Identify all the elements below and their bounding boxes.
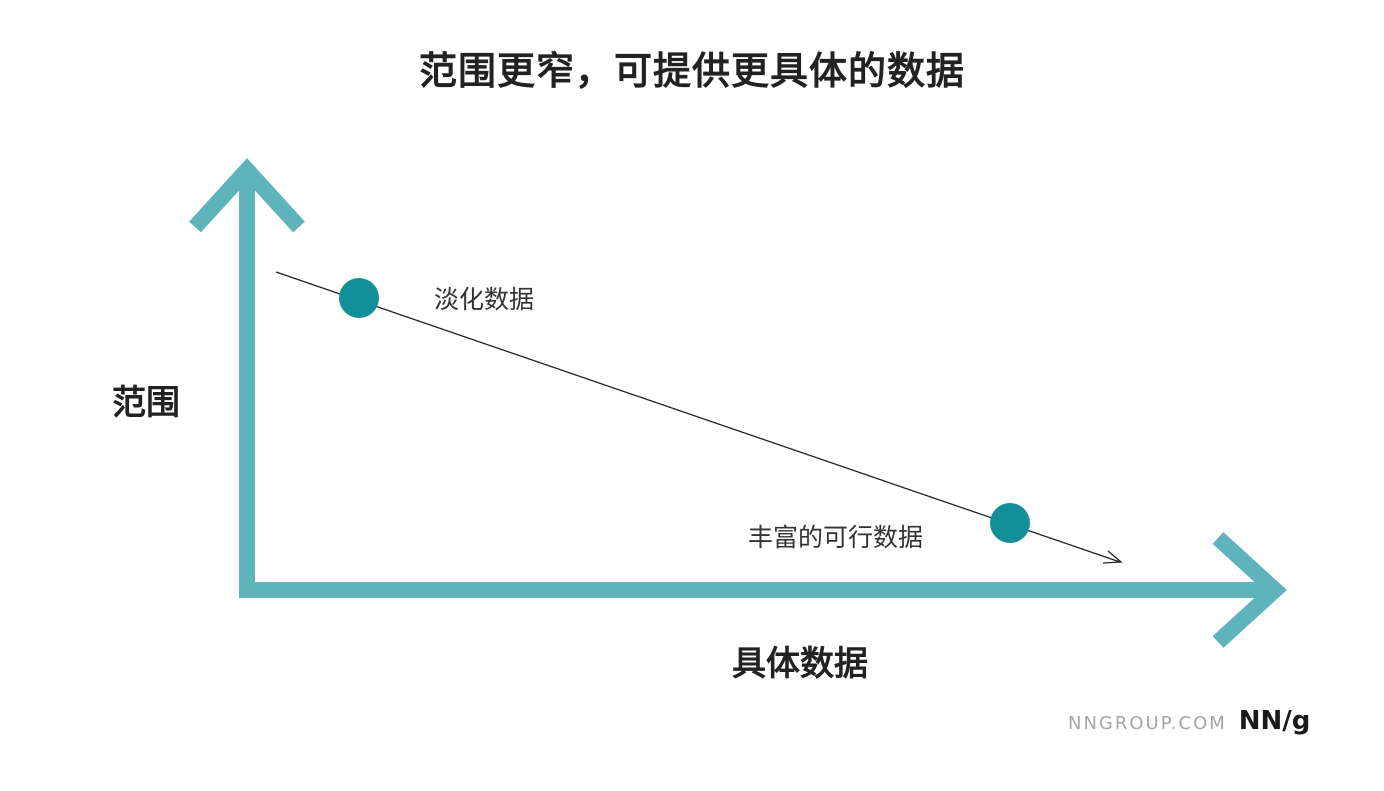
- x-axis-label: 具体数据: [732, 644, 868, 684]
- trend-line-arrowhead: [1102, 550, 1123, 564]
- point-marker-actionable-data: [990, 503, 1030, 543]
- brand: NNGROUP.COM NN/g: [1068, 706, 1310, 736]
- point-marker-diluted-data: [339, 278, 379, 318]
- trend-line-stroke: [275, 271, 1121, 563]
- point-label-diluted-data: 淡化数据: [434, 285, 535, 314]
- x-axis: [240, 532, 1287, 648]
- y-axis-label: 范围: [112, 383, 180, 423]
- x-axis-arrowhead: [1212, 532, 1287, 648]
- point-label-actionable-data: 丰富的可行数据: [748, 523, 924, 552]
- brand-logo: NN/g: [1238, 706, 1311, 736]
- y-axis: [189, 158, 305, 598]
- page-title: 范围更窄，可提供更具体的数据: [418, 49, 965, 93]
- y-axis-arrowhead: [189, 158, 305, 233]
- trend-line: [275, 271, 1123, 564]
- brand-url: NNGROUP.COM: [1068, 713, 1227, 734]
